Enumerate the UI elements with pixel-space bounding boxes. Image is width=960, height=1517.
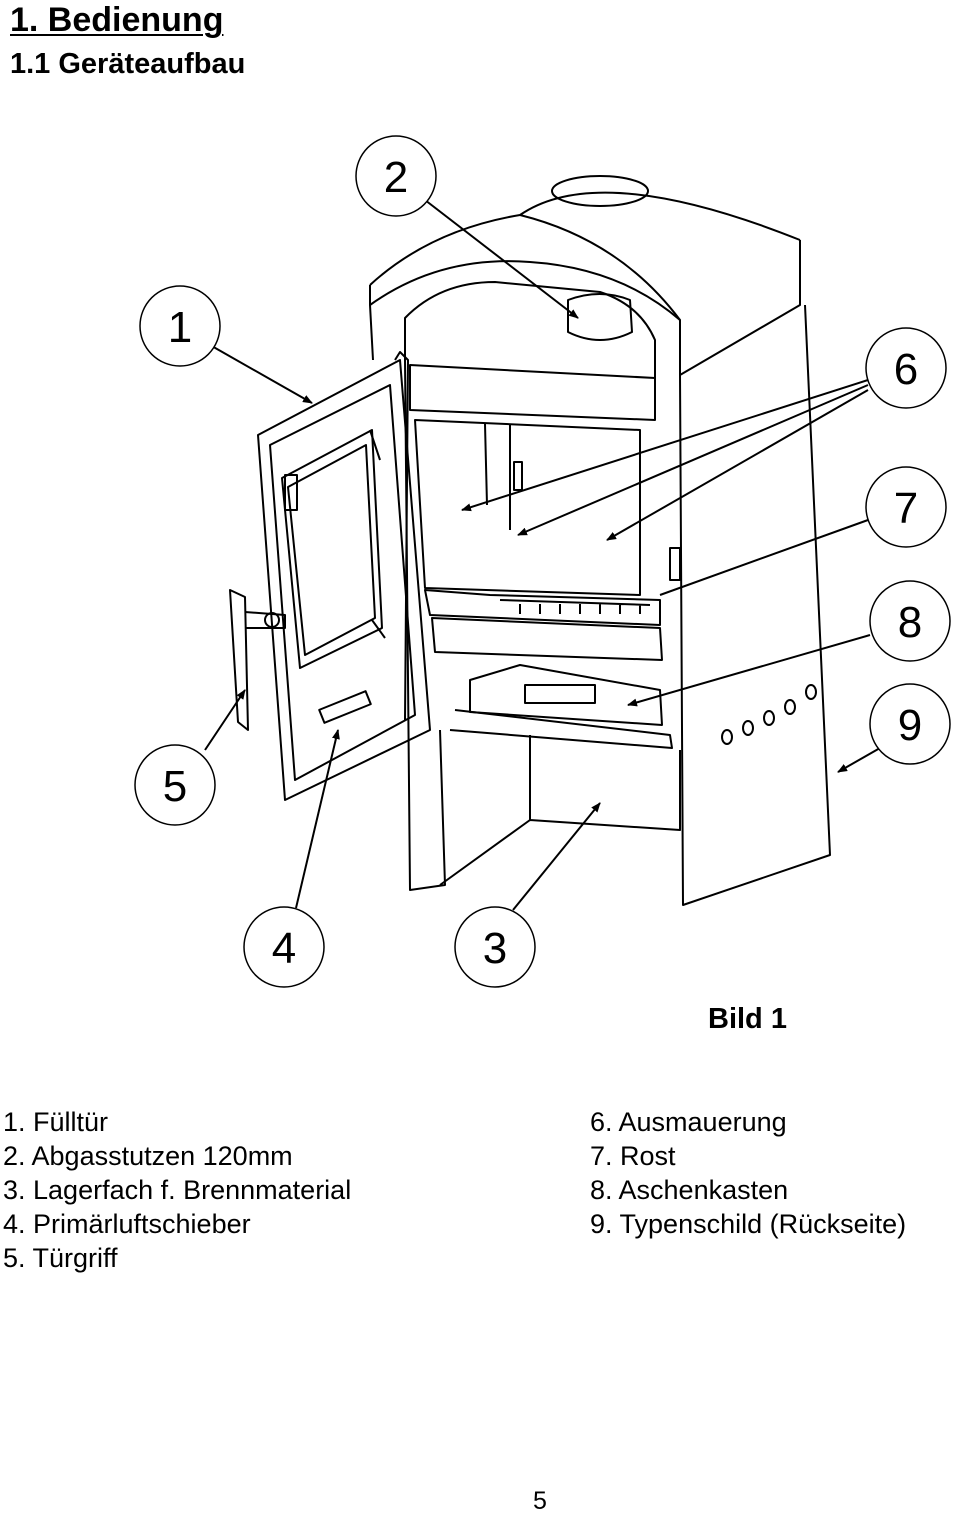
legend-item: 2. Abgasstutzen 120mm [3,1141,293,1171]
legend-item: 3. Lagerfach f. Brennmaterial [3,1175,352,1205]
page-number: 5 [533,1487,547,1515]
callout-leaders [204,199,881,911]
legend-left: 1. Fülltür 2. Abgasstutzen 120mm 3. Lage… [3,1105,351,1275]
figure-caption: Bild 1 [708,1003,787,1035]
callout-3: 3 [454,906,536,988]
callout-5: 5 [134,744,216,826]
svg-text:2: 2 [384,153,408,202]
svg-text:8: 8 [898,598,922,647]
callout-8: 8 [869,580,951,662]
legend-item: 7. Rost [590,1141,676,1171]
callout-1: 1 [139,285,221,367]
legend-item: 5. Türgriff [3,1243,118,1273]
legend-item: 6. Ausmauerung [590,1107,787,1137]
stove-exploded-diagram: 1 2 3 4 5 6 7 8 9 [134,135,951,988]
chapter-heading: 1. Bedienung [10,1,224,39]
legend-right: 6. Ausmauerung 7. Rost 8. Aschenkasten 9… [590,1105,906,1241]
callouts: 1 2 3 4 5 6 7 8 9 [134,135,951,988]
svg-text:3: 3 [483,924,507,973]
legend-item: 8. Aschenkasten [590,1175,789,1205]
callout-7: 7 [865,466,947,548]
callout-4: 4 [243,906,325,988]
section-heading: 1.1 Geräteaufbau [10,48,246,80]
svg-text:6: 6 [894,345,918,394]
svg-text:1: 1 [168,303,192,352]
callout-6: 6 [865,327,947,409]
svg-text:4: 4 [272,924,296,973]
legend-item: 9. Typenschild (Rückseite) [590,1209,907,1239]
callout-2: 2 [355,135,437,217]
legend-item: 1. Fülltür [3,1107,109,1137]
callout-9: 9 [869,683,951,765]
svg-text:9: 9 [898,701,922,750]
svg-text:5: 5 [163,762,187,811]
legend-item: 4. Primärluftschieber [3,1209,251,1239]
svg-text:7: 7 [894,484,918,533]
stove-drawing [229,175,831,906]
